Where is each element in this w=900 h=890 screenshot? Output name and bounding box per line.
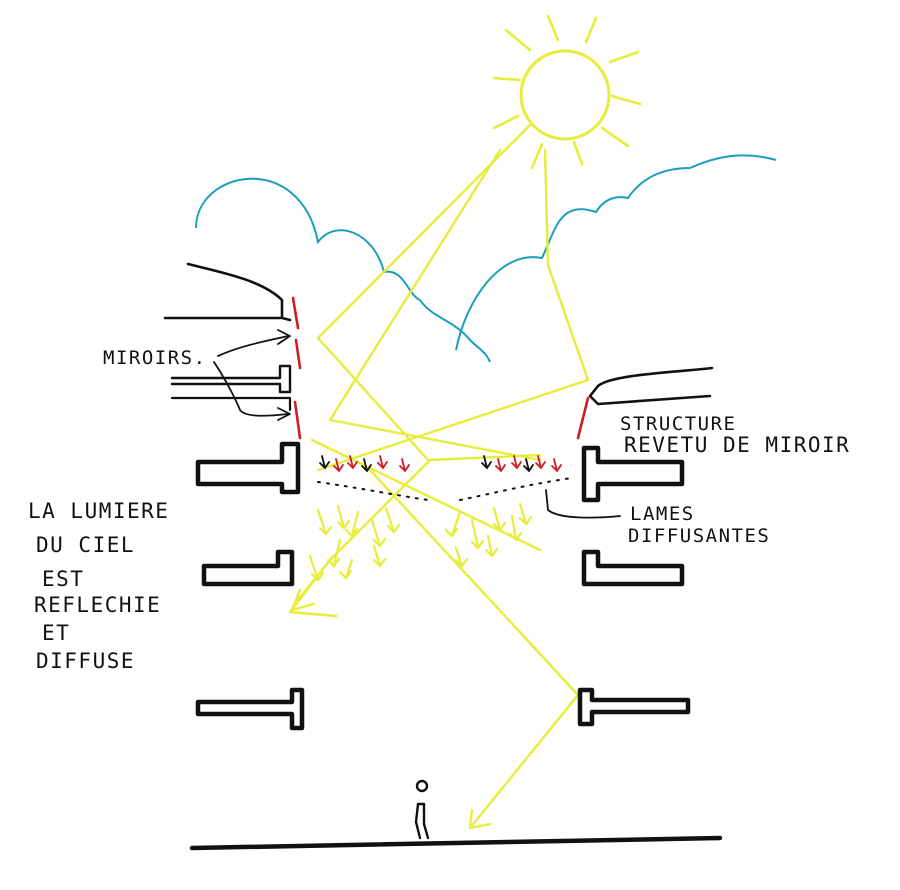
diffused-arrow: [454, 546, 469, 568]
label-lumiere-line-5: ET: [42, 621, 70, 645]
mirror-upper: [291, 296, 300, 330]
label-structure-line-1: STRUCTURE: [620, 413, 736, 435]
cloud-outline-left: [195, 177, 491, 363]
diffused-arrow: [308, 554, 325, 582]
label-lumiere-line-6: DIFFUSE: [36, 649, 135, 673]
mirror-bracket-lower: [170, 396, 292, 412]
diffused-arrow: [470, 518, 485, 550]
floor-slab-1-right: [581, 445, 685, 503]
reflection-tick: [511, 455, 522, 470]
floor-slab-1-left: [195, 441, 301, 495]
diffused-light-arrows: [308, 502, 533, 582]
ray-down-to-ground: [368, 468, 580, 830]
diffused-arrow: [338, 558, 354, 580]
label-lumiere-line-4: REFLECHIE: [34, 593, 161, 617]
mirror-bracket-middle: [170, 364, 292, 394]
leader-lames: [545, 489, 621, 519]
ray-sky-left-reflect: [328, 148, 542, 462]
diffusing-slats-line-right: [459, 477, 573, 501]
label-structure-line-2: REVETU DE MIROIR: [624, 433, 850, 457]
reflection-tick: [399, 458, 410, 473]
reflection-tick: [333, 458, 344, 473]
reflection-tick: [551, 458, 562, 473]
diffused-arrow: [326, 538, 342, 568]
mirror-surfaces: [291, 296, 590, 440]
reflection-tick: [481, 455, 492, 470]
sky-outline: [195, 154, 777, 363]
diffused-arrow: [370, 518, 387, 548]
mirror-reflection-ticks: [319, 455, 562, 473]
reflection-tick: [535, 455, 546, 470]
mirror-structure-right: [576, 396, 590, 440]
floor-slab-2-left: [201, 549, 295, 587]
ray-arrowhead-ground: [468, 808, 492, 830]
label-lames-line-2: DIFFUSANTES: [628, 525, 770, 547]
floor-slab-3-left: [195, 687, 305, 731]
diffused-arrow: [508, 514, 523, 542]
label-lumiere-line-1: LA LUMIERE: [28, 499, 169, 523]
mirror-middle: [294, 338, 302, 370]
diffused-arrow: [492, 506, 507, 532]
diffused-arrow: [484, 534, 499, 558]
label-lumiere-line-2: DU CIEL: [36, 533, 135, 557]
diffused-arrow: [384, 506, 401, 534]
ray-arrowhead-left: [290, 588, 316, 612]
roof-line-right: [588, 366, 714, 406]
reflection-tick: [347, 455, 358, 470]
reflection-tick: [523, 458, 534, 473]
ray-to-lower-left: [296, 453, 542, 602]
ray-to-upper-mirror: [316, 123, 532, 462]
label-lames-line-1: LAMES: [630, 503, 695, 525]
diffused-arrow: [518, 502, 533, 526]
label-lumiere-line-3: EST: [42, 567, 84, 591]
diffused-arrow: [336, 504, 351, 530]
ground-line: [189, 835, 723, 851]
building-structure: [163, 262, 723, 851]
diffused-arrow: [372, 544, 387, 568]
diffused-arrow: [344, 510, 360, 538]
reflection-tick: [319, 455, 330, 470]
leader-miroirs-1-head: [277, 329, 291, 345]
floor-slab-2-right: [581, 549, 685, 587]
reflection-tick: [361, 458, 372, 473]
sun-icon: [492, 14, 642, 170]
roof-line-left-top: [186, 262, 292, 322]
label-miroirs: MIROIRS.: [103, 347, 207, 369]
reflection-tick: [495, 458, 506, 473]
ray-right-bounce: [316, 263, 590, 472]
diffused-arrow: [316, 508, 333, 536]
person-icon: [414, 779, 430, 840]
leader-miroirs-2-head: [277, 407, 291, 421]
leader-miroirs-2: [213, 361, 289, 417]
floor-slab-3-right: [577, 687, 691, 727]
cloud-outline-right: [455, 154, 777, 351]
mirror-lower: [293, 400, 302, 440]
ray-main-down: [543, 148, 550, 267]
diffusing-slats-line: [317, 481, 429, 501]
diffused-arrow: [444, 510, 462, 538]
leader-miroirs-1: [217, 335, 289, 357]
reflection-tick: [377, 455, 388, 470]
